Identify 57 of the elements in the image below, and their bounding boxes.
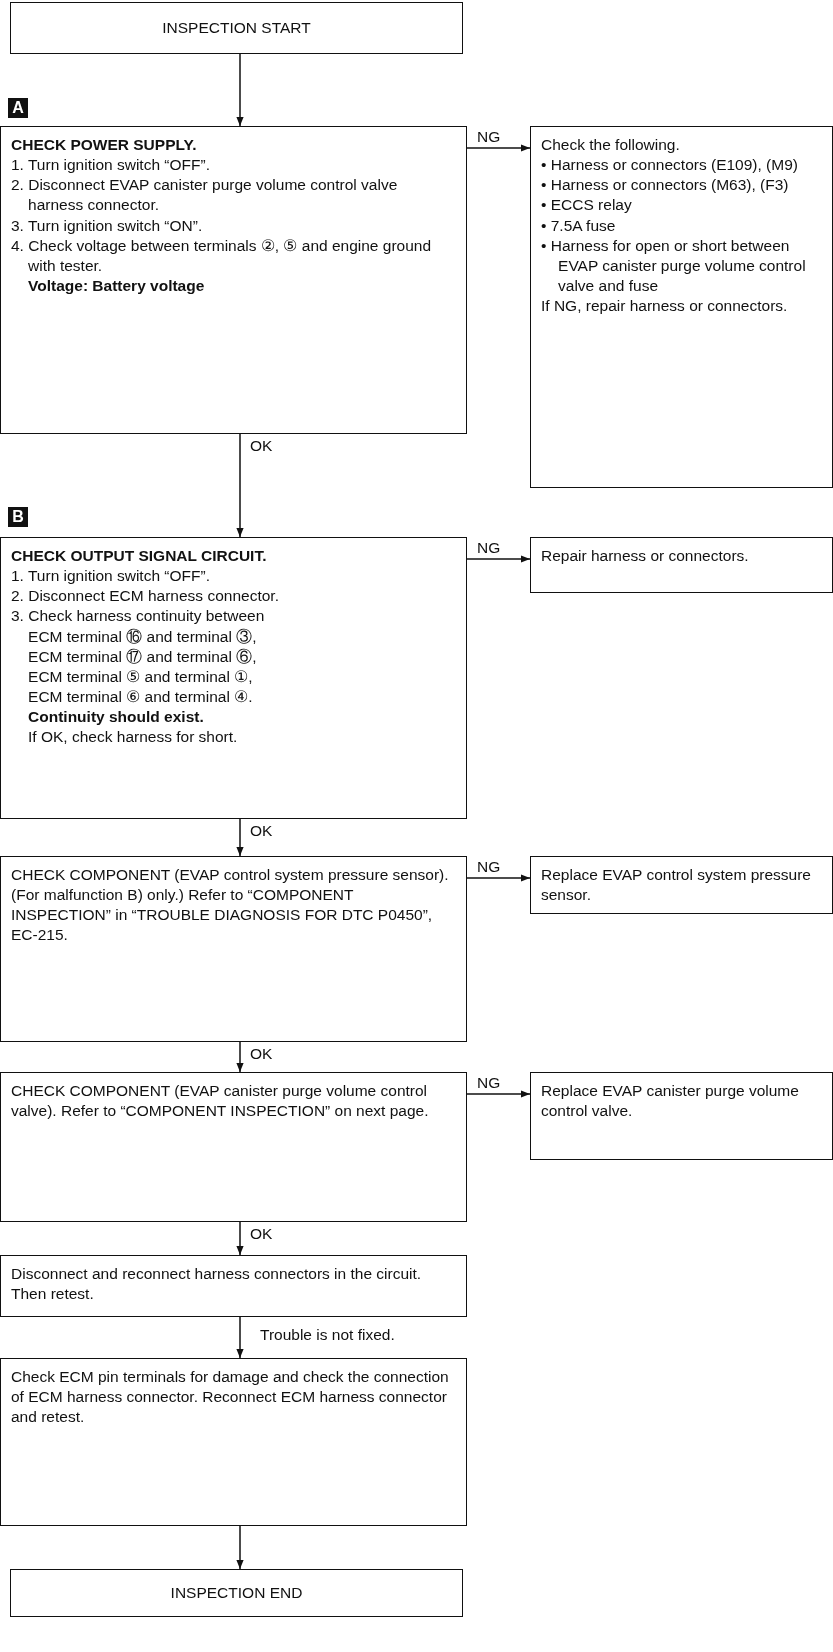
process-box — [0, 1358, 467, 1526]
step-text: 3. Check harness continuity between — [11, 606, 266, 627]
arrow — [236, 1221, 244, 1256]
step-text: ECM terminal ⑥ and terminal ④. — [27, 687, 254, 707]
step-text: CHECK COMPONENT (EVAP canister purge volume control valve). Refer to “COMPONENT INSPECTION” on next page. — [11, 1081, 430, 1122]
step-text: 1. Turn ignition switch “OFF”. — [11, 155, 211, 176]
arrow — [466, 555, 531, 563]
process-box — [10, 2, 463, 54]
arrow — [466, 144, 531, 152]
step-text: Continuity should exist. — [27, 707, 205, 728]
step-text: 1. Turn ignition switch “OFF”. — [11, 566, 211, 587]
step-text: CHECK POWER SUPPLY. — [11, 135, 198, 155]
step-text: 4. Check voltage between terminals ②, ⑤ and engine ground with tester. — [11, 235, 433, 276]
step-text: • Harness for open or short between EVAP canister purge volume control valve and fuse — [541, 235, 807, 296]
process-box — [0, 537, 467, 819]
step-text: • 7.5A fuse — [541, 215, 617, 236]
step-text: Check ECM pin terminals for damage and check the connection of ECM harness connector. Reconnect ECM harness connector and retest. — [11, 1367, 450, 1428]
step-text: Replace EVAP canister purge volume control valve. — [541, 1081, 800, 1122]
step-text: INSPECTION START — [162, 17, 311, 38]
arrow — [466, 874, 531, 882]
step-text: If NG, repair harness or connectors. — [541, 296, 789, 317]
process-box — [0, 1255, 467, 1317]
arrow — [236, 818, 244, 857]
process-box — [0, 126, 467, 434]
step-text: ECM terminal ⑰ and terminal ⑥, — [27, 646, 258, 667]
step-text: Disconnect and reconnect harness connectors in the circuit. Then retest. — [11, 1264, 423, 1305]
step-text: • ECCS relay — [541, 195, 633, 216]
step-text: Repair harness or connectors. — [541, 546, 750, 566]
step-text: INSPECTION END — [170, 1582, 303, 1603]
step-text: 2. Disconnect EVAP canister purge volume control valve harness connector. — [11, 175, 399, 216]
arrow — [236, 1041, 244, 1073]
step-text: Check the following. — [541, 135, 681, 155]
arrow — [236, 433, 244, 538]
step-text: 3. Turn ignition switch “ON”. — [11, 215, 204, 236]
step-text: • Harness or connectors (M63), (F3) — [541, 175, 790, 196]
section-marker: B — [8, 507, 28, 527]
step-text: CHECK OUTPUT SIGNAL CIRCUIT. — [11, 546, 268, 566]
arrow — [236, 1525, 244, 1570]
section-marker: A — [8, 98, 28, 118]
process-box — [530, 856, 833, 914]
step-text: ECM terminal ⑤ and terminal ①, — [27, 666, 254, 687]
arrow — [466, 1090, 531, 1098]
arrow — [236, 1316, 244, 1359]
process-box — [530, 1072, 833, 1160]
process-box — [0, 1072, 467, 1222]
arrow — [236, 53, 244, 127]
process-box — [530, 126, 833, 488]
step-text: CHECK COMPONENT (EVAP control system pressure sensor). (For malfunction B) only.) Refer to “COMPONENT INSPECTION” in “TROUBLE DIAGNOSIS FOR DTC P0450”, EC-215. — [11, 865, 450, 946]
step-text: Voltage: Battery voltage — [27, 276, 206, 296]
step-text: ECM terminal ⑯ and terminal ③, — [27, 626, 258, 647]
process-box — [10, 1569, 463, 1617]
step-text: 2. Disconnect ECM harness connector. — [11, 586, 280, 607]
step-text: If OK, check harness for short. — [27, 727, 239, 748]
process-box — [0, 856, 467, 1042]
step-text: Replace EVAP control system pressure sensor. — [541, 865, 812, 906]
step-text: • Harness or connectors (E109), (M9) — [541, 155, 799, 176]
process-box — [530, 537, 833, 593]
